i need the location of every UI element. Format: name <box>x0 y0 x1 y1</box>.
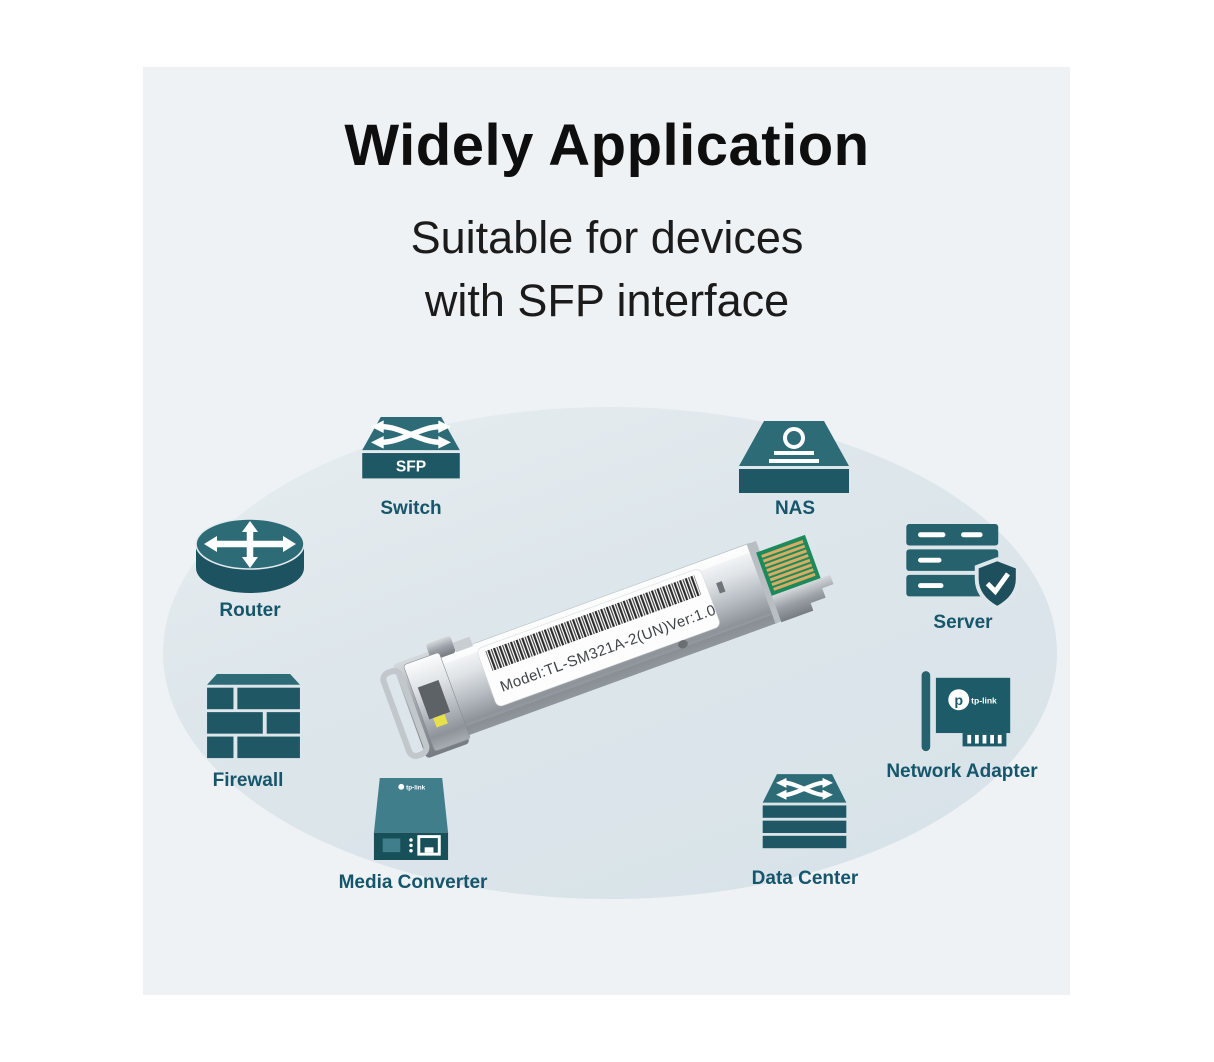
sfp-badge: SFP <box>396 459 426 476</box>
svg-text:p: p <box>954 693 963 709</box>
svg-text:tp-link: tp-link <box>406 784 425 791</box>
network-adapter-icon: p tp-link <box>921 671 1011 752</box>
media-converter-label: Media Converter <box>338 872 488 893</box>
ethernet-port-icon <box>417 835 441 856</box>
nas-label: NAS <box>774 498 816 519</box>
network-adapter-label: Network Adapter <box>886 761 1038 782</box>
subtitle-line-1: Suitable for devices <box>410 212 804 263</box>
tp-link-logo: p tp-link <box>948 689 997 711</box>
page-title: Widely Application <box>344 113 870 178</box>
switch-icon: SFP <box>362 416 460 479</box>
sfp-module-image: Model:TL-SM321A-2(UN) Ver:1.0 <box>378 492 848 792</box>
router-icon <box>195 518 305 593</box>
switch-label: Switch <box>380 498 442 519</box>
data-center-label: Data Center <box>751 868 859 889</box>
subtitle-line-2: with SFP interface <box>424 275 790 326</box>
module-rear-steps <box>771 574 834 623</box>
firewall-icon <box>207 674 300 759</box>
fiber-port-yellow <box>433 713 448 728</box>
media-converter-icon: tp-link <box>373 778 449 860</box>
module-front-connector <box>380 636 473 759</box>
server-icon <box>906 524 1020 611</box>
shield-check-icon <box>974 557 1020 611</box>
firewall-label: Firewall <box>212 770 284 791</box>
page-subtitle: Suitable for devices with SFP interface <box>0 206 1214 332</box>
barcode <box>485 575 702 671</box>
data-center-icon <box>762 774 847 849</box>
tp-link-logo-small: tp-link <box>398 783 426 791</box>
router-label: Router <box>219 600 281 621</box>
svg-text:tp-link: tp-link <box>971 696 997 706</box>
nas-icon <box>739 421 849 493</box>
server-label: Server <box>933 612 993 633</box>
